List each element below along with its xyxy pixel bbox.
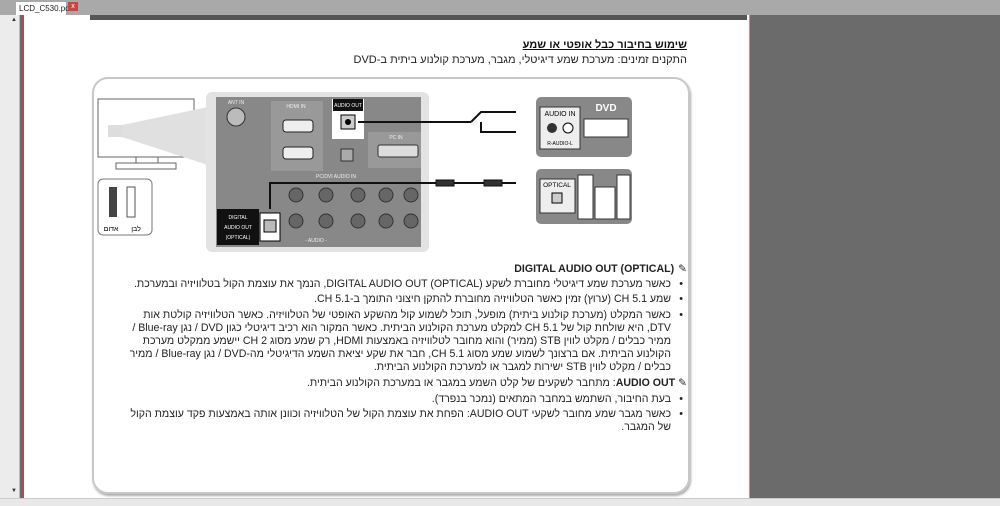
cables	[269, 111, 516, 209]
available-devices-text: התקנים זמינים: מערכת שמע דיגיטלי, מגבר, …	[353, 54, 687, 66]
note-audio-out: ✎ AUDIO OUT: מתחבר לשקעים של קלט השמע במ…	[127, 377, 687, 390]
pc-in-label: PC IN	[389, 135, 403, 141]
note-text: : מתחבר לשקעים של קלט השמע במגבר או במער…	[306, 376, 616, 389]
audio-in-label: AUDIO IN	[544, 111, 575, 118]
optical-label: OPTICAL	[543, 182, 571, 189]
list-item: בעת החיבור, השתמש במחבר המתאים (נמכר בנפ…	[127, 393, 683, 406]
tab-title: LCD_C530.pdf	[19, 4, 72, 13]
content-box	[92, 77, 690, 494]
connection-diagram: אדום לבן ANT IN HDMI IN AUDIO OUT PC/DVI…	[97, 92, 632, 252]
pdf-page: שימוש בחיבור כבל אופטי או שמע התקנים זמי…	[22, 15, 750, 498]
audio-out-optical-label: AUDIO OUT	[224, 225, 252, 231]
document-tab[interactable]: LCD_C530.pdf	[16, 2, 72, 15]
instructions-text: ✎DIGITAL AUDIO OUT (OPTICAL) כאשר מערכת …	[127, 263, 687, 436]
tab-bar: LCD_C530.pdf x	[0, 0, 1000, 15]
note-title: AUDIO OUT	[615, 376, 676, 389]
audio-jack-label: - AUDIO -	[305, 238, 327, 244]
scroll-up-icon[interactable]: ▲	[11, 17, 17, 23]
note1-bullet-list: כאשר מערכת שמע דיגיטלי מחוברת לשקע DIGIT…	[127, 278, 687, 374]
list-item: כאשר המקלט (מערכת קולנוע ביתית) מופעל, ת…	[127, 309, 683, 375]
section-heading: שימוש בחיבור כבל אופטי או שמע	[522, 39, 687, 51]
vertical-scrollbar[interactable]: ▲ ▼	[0, 15, 20, 498]
status-bar	[0, 498, 1000, 506]
note2-bullet-list: בעת החיבור, השתמש במחבר המתאים (נמכר בנפ…	[127, 393, 687, 435]
note-title: DIGITAL AUDIO OUT (OPTICAL)	[514, 263, 675, 275]
list-item: כאשר מגבר שמע מחובר לשקעי AUDIO OUT: הפח…	[127, 408, 683, 434]
pc-dvi-audio-in-label: PC/DVI AUDIO IN	[316, 174, 356, 180]
rca-plug-legend: אדום לבן	[97, 178, 153, 236]
page-divider	[90, 15, 747, 20]
hdmi-in-label: HDMI IN	[286, 104, 306, 110]
audio-out-label: AUDIO OUT	[334, 103, 362, 109]
scroll-down-icon[interactable]: ▼	[11, 488, 17, 494]
dvd-player-illustration: AUDIO IN R-AUDIO-L DVD	[536, 97, 632, 157]
pencil-note-icon: ✎	[678, 263, 687, 275]
close-icon[interactable]: x	[68, 2, 78, 11]
optical-paren-label: (OPTICAL)	[226, 235, 251, 241]
ant-in-label: ANT IN	[228, 100, 245, 106]
note-digital-audio-out: ✎DIGITAL AUDIO OUT (OPTICAL)	[127, 263, 687, 276]
list-item: כאשר מערכת שמע דיגיטלי מחוברת לשקע DIGIT…	[127, 278, 683, 291]
red-label: אדום	[104, 226, 119, 233]
tv-back-illustration	[97, 98, 208, 170]
white-label: לבן	[131, 225, 141, 233]
pencil-note-icon: ✎	[678, 376, 687, 389]
digital-label: DIGITAL	[228, 215, 247, 221]
dvd-label: DVD	[595, 103, 616, 114]
home-theater-illustration: OPTICAL	[536, 169, 632, 224]
r-audio-l-label: R-AUDIO-L	[547, 141, 573, 147]
tv-connector-panel: ANT IN HDMI IN AUDIO OUT PC/DVI AUDIO IN…	[206, 92, 429, 252]
list-item: שמע 5.1 CH (ערוץ) זמין כאשר הטלוויזיה מח…	[127, 293, 683, 306]
